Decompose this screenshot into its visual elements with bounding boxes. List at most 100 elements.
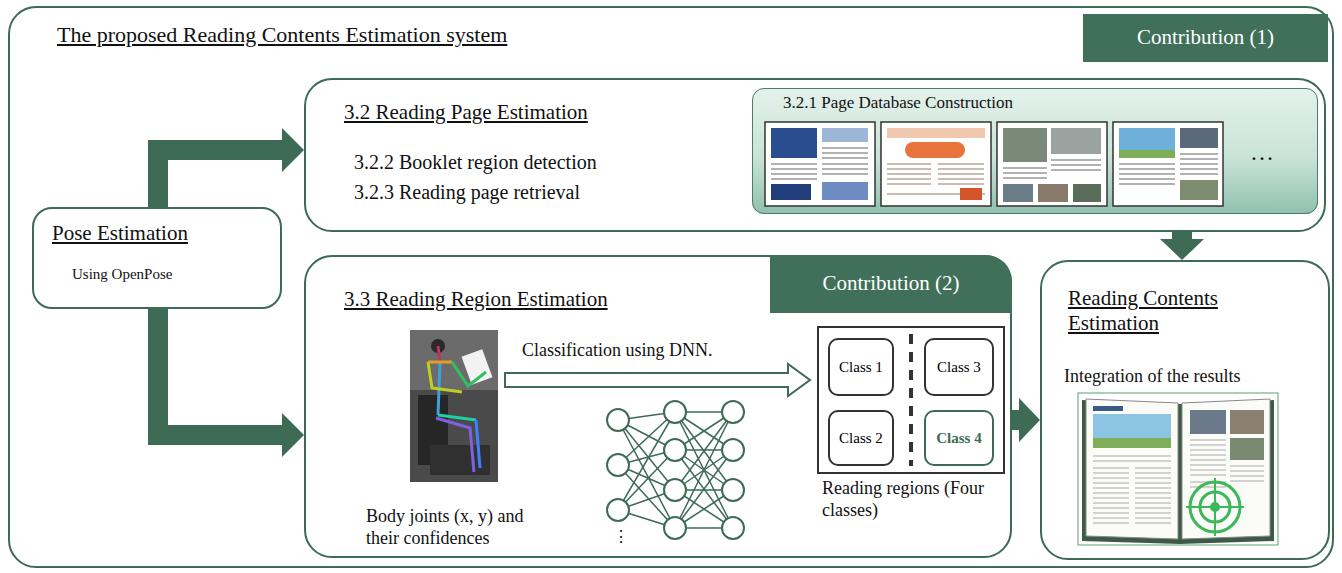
book-illustration-part <box>1230 438 1264 460</box>
neural-network-part-part <box>664 401 686 423</box>
neural-network-part-part <box>607 409 629 431</box>
page-thumbnails-part <box>822 128 868 142</box>
classes-frame <box>818 327 1004 473</box>
arrow-head <box>1019 398 1040 442</box>
page-thumbnails-part <box>1180 128 1218 148</box>
page-thumbnails-part <box>905 142 965 158</box>
book-illustration-part <box>1093 414 1171 448</box>
neural-network-part <box>607 401 744 539</box>
flow-arrow <box>1012 398 1040 442</box>
neural-network-part-part <box>607 499 629 521</box>
node-title: 3.3 Reading Region Estimation <box>344 287 608 312</box>
class-box: Class 2 <box>828 410 894 466</box>
neural-network-part-part <box>722 439 744 461</box>
page-thumbnails-part <box>1003 160 1101 178</box>
arrow-shaft <box>1012 410 1019 430</box>
ellipsis-mark: ⋮ <box>613 527 629 546</box>
page-thumbnails-part <box>1119 154 1218 184</box>
page-thumbnails-part <box>1119 128 1175 158</box>
class-box: Class 4 <box>924 410 994 466</box>
arrow-label: Classification using DNN. <box>522 340 713 362</box>
output-caption: Reading regions (Four classes) <box>822 478 987 521</box>
page-thumbnails-part <box>1051 128 1101 154</box>
node-title: Pose Estimation <box>52 221 188 246</box>
book-illustration-part <box>1182 399 1270 539</box>
book-illustration-part <box>1093 456 1171 523</box>
neural-network-part-part <box>664 439 686 461</box>
node-title: Reading Contents Estimation <box>1068 286 1278 336</box>
node-title: Contribution (2) <box>822 271 959 296</box>
page-thumbnails-part <box>997 122 1107 206</box>
database-box: 3.2.1 Page Database Construction <box>752 88 1318 214</box>
pose-photo-part <box>428 362 462 392</box>
node-title: 3.2.1 Page Database Construction <box>783 93 1013 113</box>
pose-photo <box>410 330 498 482</box>
neural-network-part-part <box>664 517 686 539</box>
page-thumbnails-part <box>1003 184 1033 202</box>
page-thumbnails-part <box>822 182 868 200</box>
node-text: Integration of the results <box>1064 366 1240 388</box>
book-illustration-part <box>1186 478 1244 536</box>
book-illustration-part <box>1078 393 1278 545</box>
node-text: 3.2.2 Booklet region detection <box>354 150 597 174</box>
neural-network <box>607 401 744 539</box>
neural-network-part-part <box>722 401 744 423</box>
flow-arrow <box>158 309 304 457</box>
page-thumbnails-part <box>887 128 985 138</box>
page-thumbnails-part <box>1180 180 1218 200</box>
process-box: Pose EstimationUsing OpenPose <box>32 207 282 309</box>
pose-photo-part <box>476 420 480 468</box>
node-title: Contribution (1) <box>1137 25 1274 50</box>
class-box: Class 3 <box>924 338 994 396</box>
pose-photo-part <box>410 330 498 390</box>
page-thumbnails-part <box>1113 122 1223 206</box>
node-title: Class 3 <box>937 358 981 376</box>
book-illustration-part <box>1093 406 1123 411</box>
contribution-tab: Contribution (2) <box>770 255 1012 313</box>
book-illustration-part <box>1093 438 1171 448</box>
page-thumbnails-part <box>1119 150 1175 158</box>
input-caption: Body joints (x, y) and their confidences <box>366 506 538 549</box>
page-thumbnails-part <box>771 128 817 158</box>
pose-photo-part <box>428 361 452 364</box>
neural-network-part-part <box>722 479 744 501</box>
node-title: Class 1 <box>839 358 883 376</box>
arrow-head <box>1160 239 1204 260</box>
page-thumbnails-part <box>771 148 868 179</box>
page-thumbnails-part <box>1073 184 1101 202</box>
pose-photo-part <box>410 330 498 482</box>
page-thumbnails-part <box>960 188 982 200</box>
page-thumbnails <box>765 122 1223 206</box>
flow-arrow <box>158 128 304 207</box>
contribution-tab: Contribution (1) <box>1083 14 1328 62</box>
book-illustration-part <box>1230 410 1264 434</box>
arrow-shaft <box>1172 232 1192 239</box>
arrow-shaft <box>158 150 282 207</box>
ellipsis-mark: … <box>1250 138 1274 167</box>
node-title: 3.2 Reading Page Estimation <box>344 100 588 125</box>
node-title: Class 4 <box>936 429 981 447</box>
book-illustration-part <box>1190 410 1226 434</box>
classification-arrow <box>505 364 810 396</box>
book-illustration-part <box>1190 440 1264 487</box>
node-text: 3.2.3 Reading page retrieval <box>354 180 580 204</box>
system-frame: The proposed Reading Contents Estimation… <box>8 6 1334 568</box>
pose-photo-part <box>438 346 440 362</box>
page-thumbnails-part <box>1038 184 1068 202</box>
process-box: 3.2 Reading Page Estimation 3.2.2 Booklet… <box>304 78 1326 232</box>
neural-network-part <box>675 412 733 528</box>
neural-network-part <box>675 412 733 528</box>
page-thumbnails-part <box>765 122 875 206</box>
pose-photo-part <box>436 418 474 472</box>
book-illustration <box>1078 393 1278 545</box>
node-title: Class 2 <box>839 429 883 447</box>
class-divider <box>909 334 913 466</box>
node-title: The proposed Reading Contents Estimation… <box>57 22 507 48</box>
page-thumbnails-part <box>1003 128 1047 162</box>
process-box: Reading Contents EstimationIntegration o… <box>1040 260 1330 560</box>
arrow-shaft <box>158 309 282 435</box>
page-thumbnails-part <box>881 122 991 206</box>
book-illustration-part <box>1086 399 1178 539</box>
page-thumbnails-part <box>771 184 811 200</box>
flow-arrow <box>1160 232 1204 260</box>
